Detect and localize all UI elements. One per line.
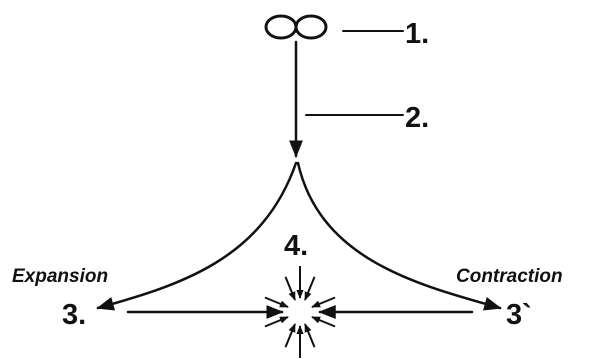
burst-arrow bbox=[304, 276, 316, 301]
converging-arrows-burst-icon bbox=[264, 266, 336, 358]
burst-arrow bbox=[284, 276, 296, 301]
burst-arrow bbox=[311, 316, 336, 328]
burst-arrow bbox=[264, 316, 289, 328]
label-2: 2. bbox=[405, 102, 429, 134]
burst-arrow bbox=[264, 296, 289, 308]
contraction-label: Contraction bbox=[456, 266, 563, 287]
contraction-curve bbox=[296, 161, 502, 311]
burst-arrow bbox=[311, 296, 336, 308]
expansion-curve bbox=[96, 161, 298, 311]
burst-arrow bbox=[304, 323, 316, 348]
infinity-symbol-icon bbox=[264, 14, 328, 40]
expansion-label: Expansion bbox=[12, 266, 108, 287]
label-3-prime: 3` bbox=[506, 299, 532, 331]
burst-arrow bbox=[284, 323, 296, 348]
label-4: 4. bbox=[284, 230, 308, 262]
label-3: 3. bbox=[62, 299, 86, 331]
label-1: 1. bbox=[405, 18, 429, 50]
